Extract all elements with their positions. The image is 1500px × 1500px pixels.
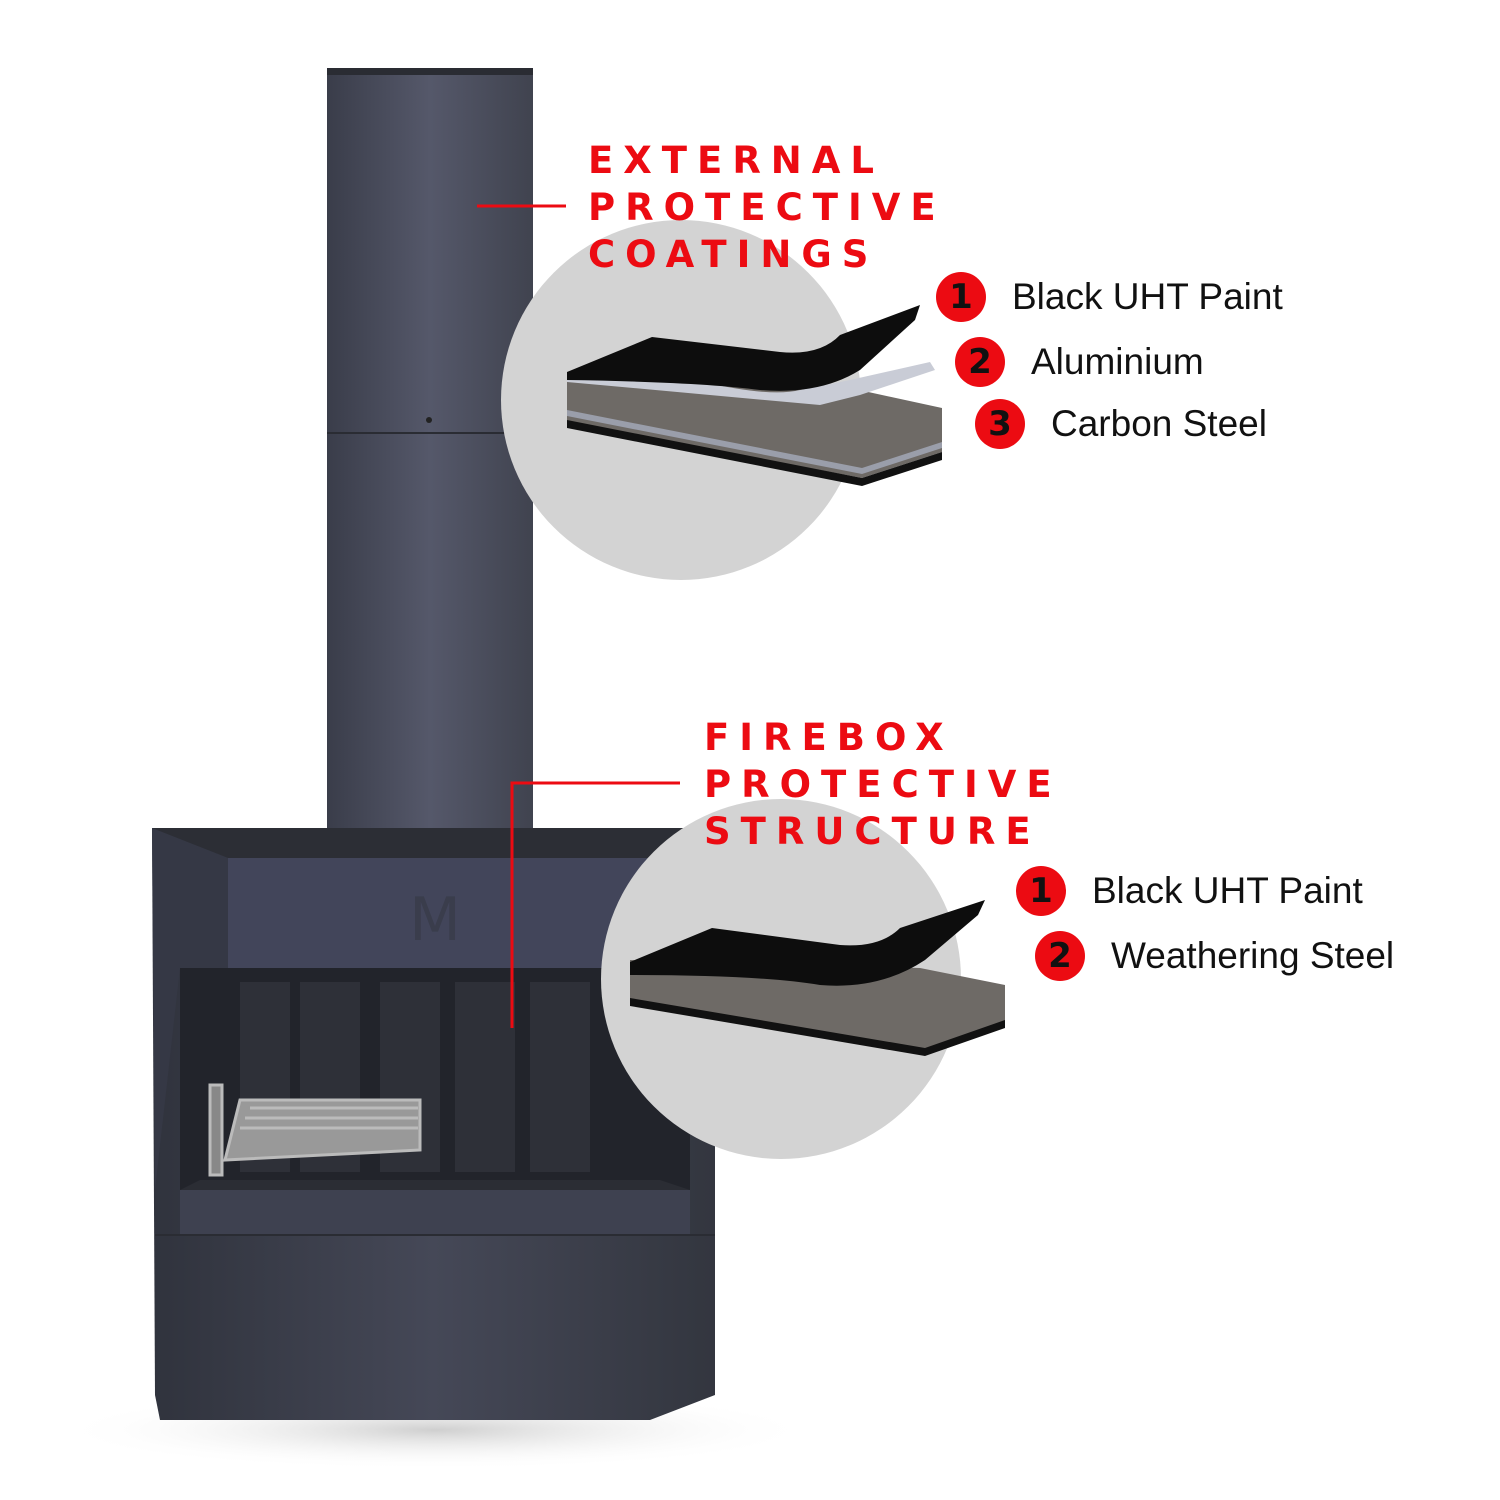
number-badge: 1 bbox=[936, 272, 986, 322]
external-layer-illustration bbox=[567, 305, 942, 486]
firebox-layer-1: 1 Black UHT Paint bbox=[1016, 864, 1363, 918]
firebox-layer-2: 2 Weathering Steel bbox=[1035, 929, 1394, 983]
firebox-heading: FIREBOX PROTECTIVE STRUCTURE bbox=[704, 716, 1062, 853]
firebox-layer-illustration bbox=[630, 900, 1005, 1056]
number-badge: 3 bbox=[975, 399, 1025, 449]
external-layer-3: 3 Carbon Steel bbox=[975, 397, 1267, 451]
svg-text:M: M bbox=[409, 885, 461, 955]
number-badge: 1 bbox=[1016, 866, 1066, 916]
external-layer-2: 2 Aluminium bbox=[955, 335, 1204, 389]
number-badge: 2 bbox=[1035, 931, 1085, 981]
firebox: M bbox=[152, 828, 715, 1420]
chimney bbox=[327, 68, 533, 830]
number-badge: 2 bbox=[955, 337, 1005, 387]
grill-grate bbox=[208, 1083, 422, 1177]
firebox-leader-line bbox=[510, 781, 680, 1028]
external-layer-1: 1 Black UHT Paint bbox=[936, 270, 1283, 324]
external-heading: EXTERNAL PROTECTIVE COATINGS bbox=[588, 139, 946, 276]
